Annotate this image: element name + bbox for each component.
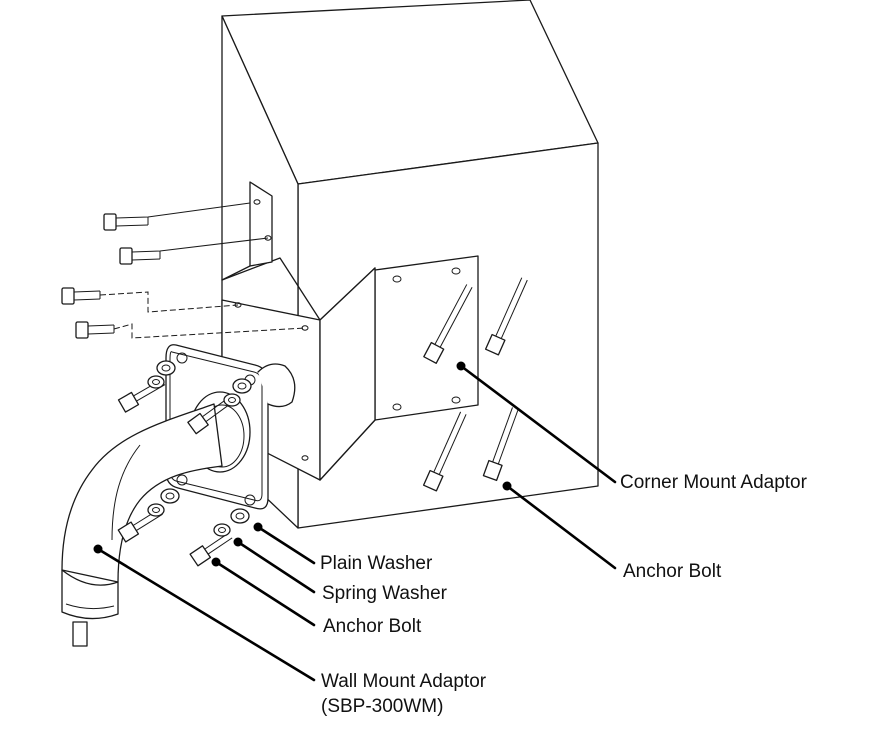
bolts-upper-left [61, 202, 306, 339]
label-wall-mount-adaptor: Wall Mount Adaptor [321, 671, 487, 692]
label-plain-washer: Plain Washer [320, 553, 433, 574]
label-wall-mount-model: (SBP-300WM) [321, 696, 444, 717]
leader-plain-washer [256, 525, 316, 565]
label-spring-washer: Spring Washer [322, 583, 447, 604]
label-anchor-bolt-right: Anchor Bolt [623, 561, 722, 582]
label-anchor-bolt-left: Anchor Bolt [323, 616, 422, 637]
leader-anchor-bolt-right [505, 484, 617, 570]
anchor-bolts-corner [422, 277, 528, 492]
leader-wall-mount [96, 547, 316, 682]
leader-anchor-bolt-left [214, 560, 316, 627]
leader-spring-washer [236, 540, 316, 594]
flange-fasteners [117, 360, 252, 567]
leader-lines [93, 361, 617, 682]
leader-corner-mount [459, 364, 617, 484]
label-corner-mount-adaptor: Corner Mount Adaptor [620, 472, 807, 493]
